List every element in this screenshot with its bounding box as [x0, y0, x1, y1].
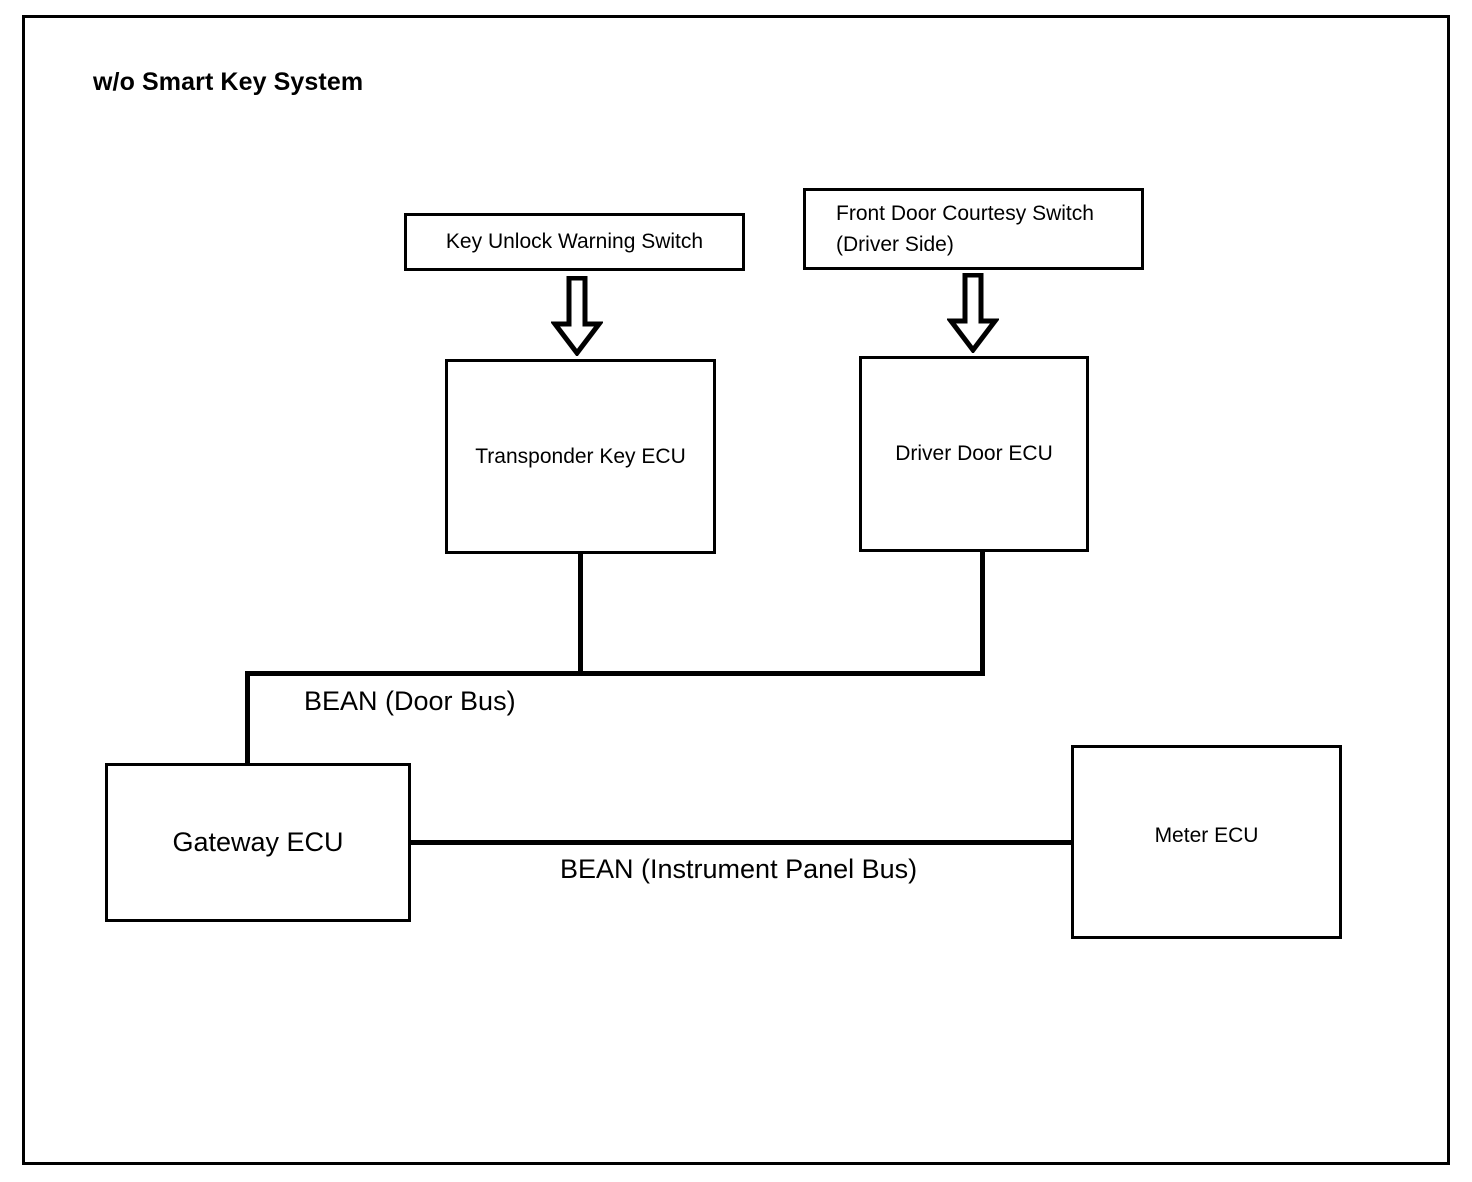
node-label-meter-ecu: Meter ECU [1154, 824, 1259, 847]
node-gateway-ecu[interactable]: Gateway ECU [105, 763, 411, 922]
connector-transponder-to-door-bus [578, 551, 583, 676]
page-title: w/o Smart Key System [93, 68, 364, 96]
bus-line-door-bus [245, 671, 985, 676]
node-label-transponder-key-ecu: Transponder Key ECU [475, 444, 686, 468]
bus-label-door-bus: BEAN (Door Bus) [304, 686, 516, 716]
connector-door-bus-to-gateway [245, 671, 250, 766]
bus-label-instrument-panel-bus: BEAN (Instrument Panel Bus) [560, 854, 918, 884]
node-front-door-courtesy-switch[interactable]: Front Door Courtesy Switch (Driver Side) [803, 188, 1144, 270]
node-label-key-unlock-warning-switch: Key Unlock Warning Switch [445, 230, 704, 254]
node-transponder-key-ecu[interactable]: Transponder Key ECU [445, 359, 716, 554]
node-driver-door-ecu[interactable]: Driver Door ECU [859, 356, 1089, 552]
node-label-gateway-ecu: Gateway ECU [172, 827, 344, 858]
bus-line-instrument-panel-bus [410, 840, 1073, 845]
node-meter-ecu[interactable]: Meter ECU [1071, 745, 1342, 939]
arrow-down-icon-courtesy-switch [947, 273, 999, 353]
connector-driver-door-to-door-bus [980, 549, 985, 676]
arrow-down-icon-key-unlock [551, 276, 603, 356]
node-label-front-door-courtesy-switch: Front Door Courtesy Switch (Driver Side) [836, 201, 1094, 257]
node-label-driver-door-ecu: Driver Door ECU [895, 442, 1053, 466]
node-key-unlock-warning-switch[interactable]: Key Unlock Warning Switch [404, 213, 745, 271]
diagram-frame: w/o Smart Key System Key Unlock Warning … [22, 15, 1450, 1165]
